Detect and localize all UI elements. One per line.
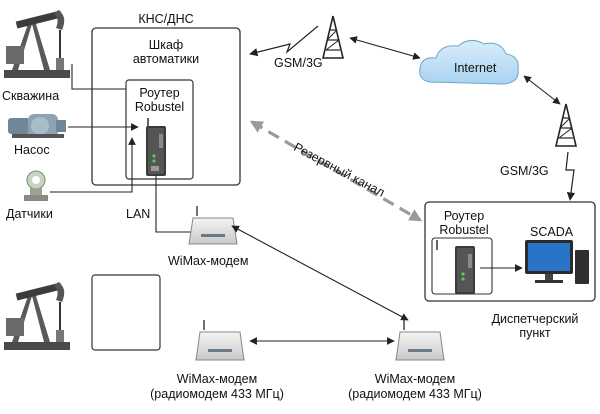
dispatch-router-icon — [436, 240, 475, 294]
scada-computer-icon — [525, 240, 589, 284]
wimax-bl-line1: WiMax-модем — [176, 372, 258, 386]
gsm-link-left — [249, 25, 319, 57]
sensor-icon — [24, 170, 48, 201]
backup-channel-arrow — [249, 120, 423, 222]
router-label-line2: Robustel — [134, 100, 185, 114]
cell-tower-left-icon — [321, 15, 345, 59]
wimax-top-label: WiMax-модем — [168, 254, 249, 268]
cabinet-label-line1: Шкаф — [148, 38, 184, 52]
tower-cloud-link-left — [349, 36, 421, 60]
gsm-left-label: GSM/3G — [274, 56, 323, 70]
sensors-label: Датчики — [6, 207, 53, 221]
dispatch-label-line1: Диспетчерский — [491, 312, 579, 326]
pump-icon — [8, 114, 66, 138]
internet-label: Internet — [454, 61, 497, 75]
well-label: Скважина — [2, 89, 60, 103]
router-robustel-icon — [146, 118, 166, 176]
dispatch-router-line1: Роутер — [443, 209, 485, 223]
lan-link-line — [155, 176, 192, 233]
wimax-modem-bottom-right-icon — [395, 320, 445, 361]
station-box — [91, 27, 241, 186]
gsm-right-label: GSM/3G — [500, 164, 549, 178]
wimax-br-line2: (радиомодем 433 МГц) — [348, 387, 482, 401]
radio-link-top-right — [231, 225, 409, 321]
cloud-tower-link-right — [523, 75, 561, 105]
pumpjack-icon — [4, 10, 70, 78]
well-link-line — [71, 64, 126, 90]
pumpjack-bottom-icon — [4, 282, 70, 350]
sensor-link-line — [50, 137, 136, 193]
wimax-br-line1: WiMax-модем — [374, 372, 456, 386]
cabinet-label-line2: автоматики — [132, 52, 200, 66]
scada-label: SCADA — [530, 225, 574, 239]
gsm-link-right — [565, 151, 576, 201]
remote-site-box — [91, 274, 161, 351]
wimax-modem-top-icon — [188, 206, 238, 245]
station-title: КНС/ДНС — [138, 12, 194, 26]
cell-tower-right-icon — [554, 103, 578, 147]
lan-label: LAN — [126, 207, 151, 221]
pump-label: Насос — [14, 143, 50, 157]
dispatch-label-line2: пункт — [519, 326, 551, 340]
dispatch-box — [424, 201, 596, 302]
wimax-modem-bottom-left-icon — [195, 320, 245, 361]
cabinet-box — [125, 79, 194, 180]
internet-cloud-icon — [419, 40, 519, 85]
router-label-line1: Роутер — [139, 86, 180, 100]
dispatch-router-line2: Robustel — [439, 223, 489, 237]
wimax-bl-line2: (радиомодем 433 МГц) — [150, 387, 284, 401]
